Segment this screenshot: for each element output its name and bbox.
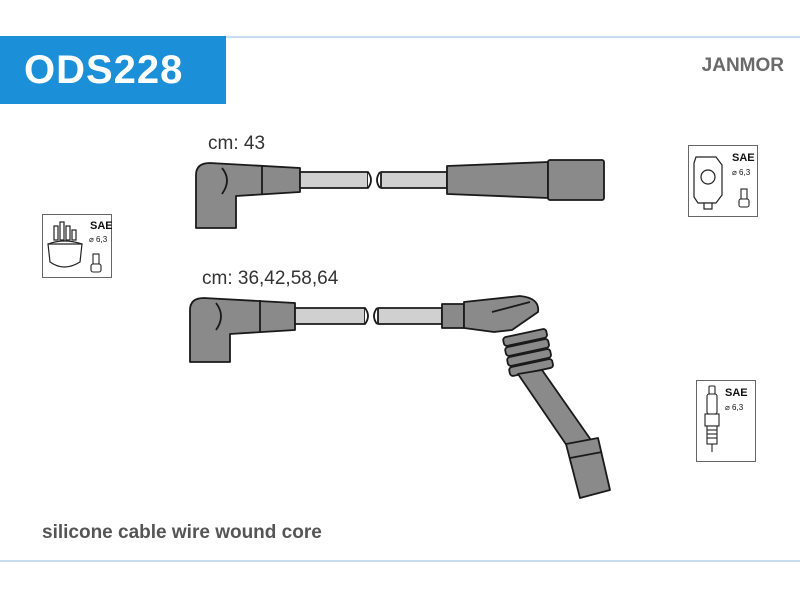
- ignition-coil-icon: [693, 156, 723, 210]
- cable-2-ribbed-section: [502, 328, 554, 377]
- cable-2-collar: [441, 303, 465, 329]
- coil-badge-size: 6,3: [739, 168, 751, 177]
- cable-1-straight-boot: [446, 161, 549, 199]
- cable-2-length-label: cm: 36,42,58,64: [202, 268, 339, 289]
- cable-1: [195, 159, 605, 229]
- distributor-cap-badge: SAE ⌀ 6,3: [42, 214, 112, 278]
- cable-1-boot-fold: [221, 167, 228, 195]
- cable-1-wire-left: [299, 171, 369, 189]
- distributor-badge-size: 6,3: [96, 235, 108, 244]
- part-number: ODS228: [0, 36, 226, 104]
- cable-2-tip: [565, 437, 611, 499]
- svg-text:⌀ 6,3: ⌀ 6,3: [725, 403, 744, 412]
- cable-2-elbow-head: [463, 295, 540, 333]
- spark-plug-badge-size: 6,3: [732, 403, 744, 412]
- header-divider: [0, 36, 800, 38]
- spark-plug-badge-standard: SAE: [725, 387, 748, 399]
- cable-1-angled-boot: [195, 162, 301, 229]
- cable-1-wire-right: [380, 171, 448, 189]
- svg-text:⌀ 6,3: ⌀ 6,3: [732, 168, 751, 177]
- coil-spark-plug-terminal-icon: [738, 188, 750, 208]
- brand-name: JANMOR: [701, 55, 784, 76]
- cable-2-wire-left: [294, 307, 366, 325]
- spark-plug-icon: [704, 385, 720, 452]
- distributor-cap-icon: [47, 221, 83, 268]
- coil-badge-standard: SAE: [732, 152, 755, 164]
- cable-2-boot-fold: [215, 302, 222, 331]
- product-description: silicone cable wire wound core: [42, 522, 322, 543]
- cable-2: [189, 295, 611, 499]
- cable-2-angled-boot: [189, 297, 296, 363]
- svg-text:⌀ 6,3: ⌀ 6,3: [89, 235, 108, 244]
- spark-plug-terminal-icon: [90, 253, 102, 273]
- cable-2-wire-right: [377, 307, 443, 325]
- distributor-badge-standard: SAE: [90, 220, 112, 232]
- cable-1-straight-boot-end: [547, 159, 605, 201]
- spark-plug-badge: SAE ⌀ 6,3: [696, 380, 756, 462]
- ignition-coil-badge: SAE ⌀ 6,3: [688, 145, 758, 217]
- footer-divider: [0, 560, 800, 562]
- cable-1-length-label: cm: 43: [208, 133, 266, 154]
